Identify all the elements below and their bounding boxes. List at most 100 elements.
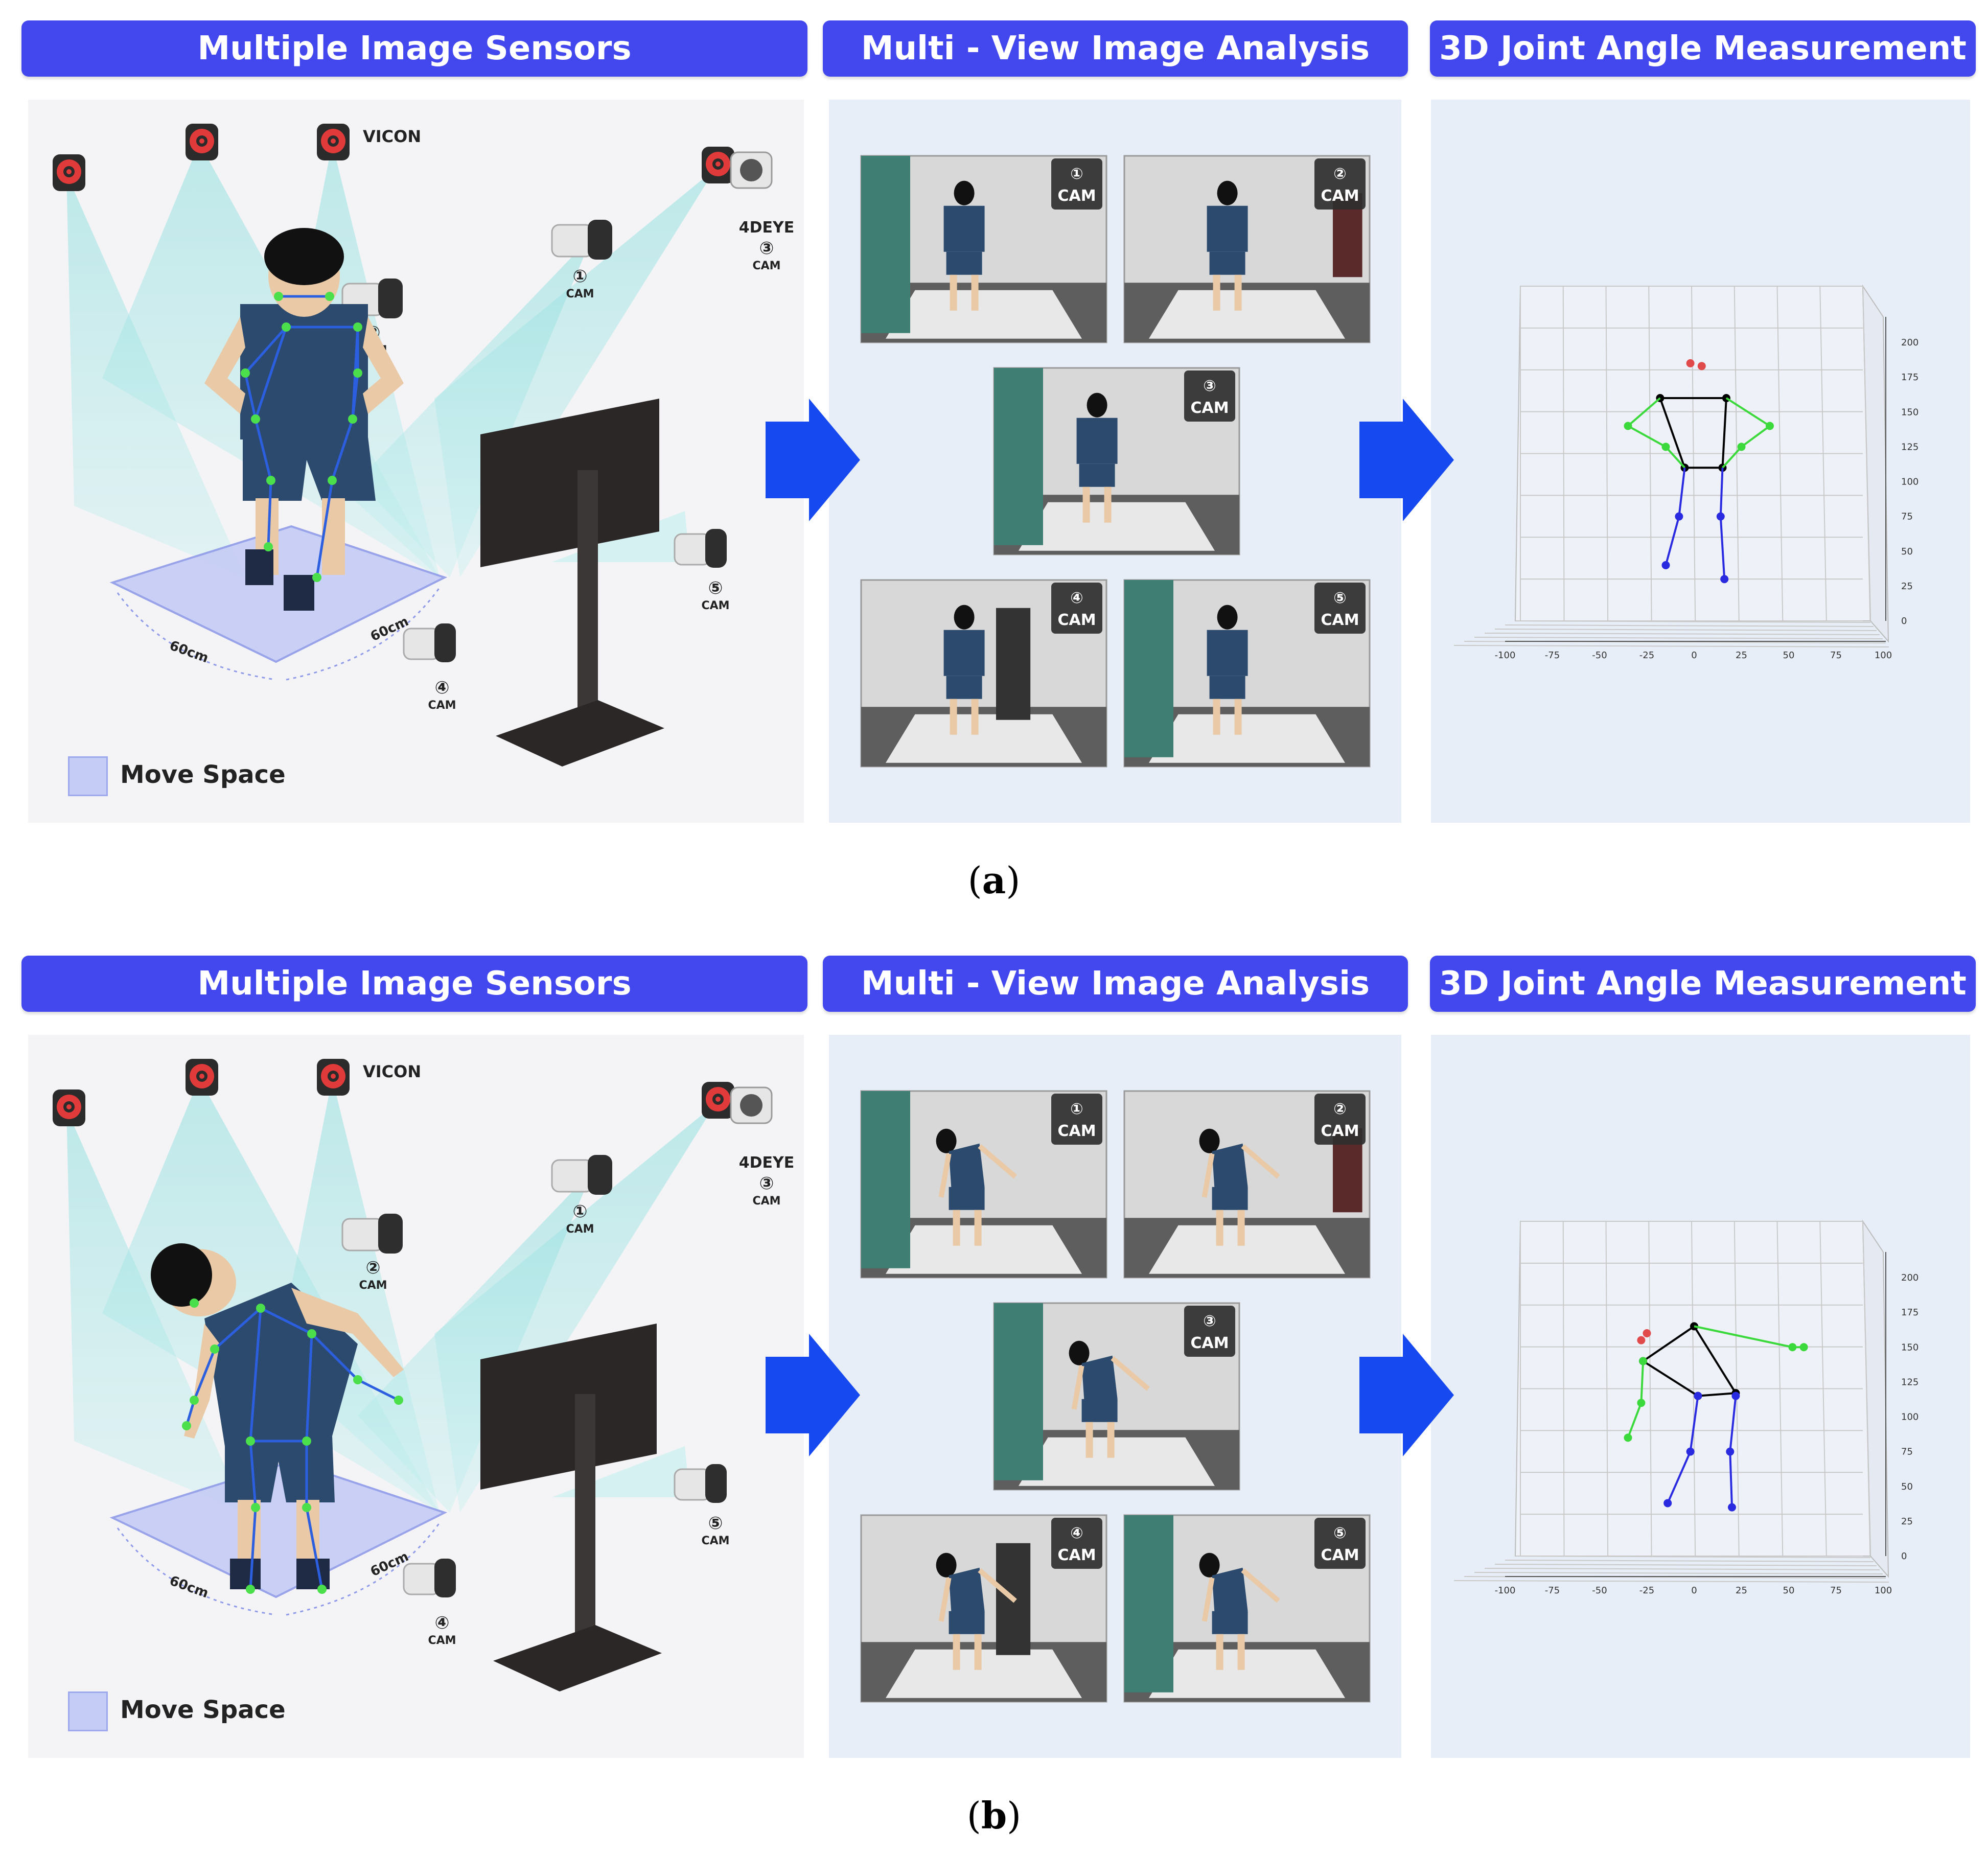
- skeleton-bone: [1665, 446, 1685, 469]
- cam-tag-label: CAM: [1321, 1122, 1359, 1140]
- skeleton-joint-point: [1637, 1399, 1646, 1407]
- skeleton-bone: [1719, 468, 1724, 517]
- z-tick-label: 50: [1901, 1481, 1913, 1492]
- caption-letter: b: [981, 1794, 1007, 1837]
- cam-tag: [1051, 1094, 1102, 1145]
- cam-number: ③: [759, 238, 774, 259]
- z-tick-label: 100: [1901, 477, 1918, 488]
- cam-tag-number: ②: [1333, 165, 1346, 183]
- cam-label: CAM: [359, 1279, 387, 1292]
- panel-drawing: 60cm60cmVICON①CAM②CAM4DEYE③CAM④CAM⑤CAM①C…: [53, 1059, 1918, 1703]
- skeleton-joint-point: [1728, 1503, 1736, 1512]
- cam-tag: [1051, 1518, 1102, 1569]
- z-tick-label: 0: [1901, 1551, 1907, 1562]
- cam-2-icon: [341, 1214, 403, 1254]
- skeleton-bone: [1659, 398, 1686, 468]
- z-tick-label: 25: [1901, 1516, 1913, 1527]
- skeleton-joint-point: [1726, 1447, 1735, 1456]
- z-tick-label: 50: [1901, 546, 1913, 557]
- cam-tag: [1314, 158, 1366, 210]
- skeleton-bone: [1627, 1402, 1643, 1439]
- z-tick-label: 200: [1901, 1272, 1918, 1283]
- skeleton-joint-point: [1637, 1336, 1646, 1344]
- cam-4-icon: [403, 623, 456, 662]
- camera-view-thumbnail: ② CAM: [1123, 1090, 1371, 1279]
- monitor-display: [480, 1324, 662, 1691]
- cam-label: CAM: [428, 699, 456, 712]
- x-tick-label: 75: [1830, 650, 1842, 661]
- header-multi-view-image-analysis: Multi - View Image Analysis: [823, 956, 1408, 1012]
- cam-number: ⑤: [708, 1513, 723, 1534]
- header-3d-joint-angle-measurement: 3D Joint Angle Measurement: [1430, 956, 1976, 1012]
- vicon-camera-icon: [186, 1059, 218, 1096]
- cam-tag-number: ②: [1333, 1100, 1346, 1118]
- z-tick-label: 175: [1901, 372, 1918, 383]
- skeleton-bone: [1640, 1361, 1645, 1403]
- skeleton-bone: [1721, 398, 1727, 468]
- cam-tag-number: ①: [1070, 1100, 1083, 1118]
- cam-tag: [1051, 583, 1102, 634]
- skeleton-bone: [1694, 1325, 1793, 1349]
- cam-5-icon: [674, 529, 727, 568]
- cam-tag: [1314, 583, 1366, 634]
- skeleton-joint-point: [1663, 1499, 1672, 1508]
- vicon-camera-icon: [53, 1089, 85, 1126]
- cam-label: CAM: [752, 260, 780, 272]
- skeleton-bone: [1642, 1325, 1695, 1362]
- header-multiple-image-sensors: Multiple Image Sensors: [21, 956, 807, 1012]
- x-tick-label: 75: [1830, 1585, 1842, 1596]
- cam-tag-label: CAM: [1321, 187, 1359, 205]
- camera-view-thumbnail: ② CAM: [1123, 155, 1371, 343]
- panel-caption: (b): [966, 1794, 1022, 1837]
- z-tick-label: 125: [1901, 1377, 1918, 1387]
- z-tick-label: 100: [1901, 1412, 1918, 1423]
- cam-label: CAM: [701, 1535, 729, 1547]
- z-tick-label: 125: [1901, 442, 1918, 452]
- cam-tag-label: CAM: [1190, 1334, 1229, 1352]
- z-tick-label: 0: [1901, 616, 1907, 627]
- cam-tag-label: CAM: [1057, 1546, 1096, 1564]
- cam-tag-label: CAM: [1057, 1122, 1096, 1140]
- skeleton-joint-point: [1643, 1329, 1651, 1337]
- vicon-camera-icon: [53, 154, 85, 191]
- figure-panel-b: Multiple Image Sensors Multi - View Image…: [0, 956, 1988, 1855]
- cam-tag-number: ③: [1203, 377, 1216, 395]
- header-multi-view-image-analysis: Multi - View Image Analysis: [823, 20, 1408, 77]
- panel-drawing: 60cm60cmVICON①CAM②CAM4DEYE③CAM④CAM⑤CAM①C…: [53, 124, 1918, 768]
- cam-tag-label: CAM: [1321, 611, 1359, 629]
- skeleton-bone: [1643, 1360, 1699, 1397]
- z-tick-label: 25: [1901, 581, 1913, 592]
- cam-tag-number: ⑤: [1333, 1524, 1346, 1542]
- vicon-camera-icon: [317, 1059, 350, 1096]
- cam-1-icon: [551, 1155, 612, 1195]
- caption-letter: a: [982, 859, 1006, 902]
- x-tick-label: -100: [1495, 1585, 1516, 1596]
- skeleton-bone: [1729, 1451, 1733, 1508]
- skeleton-bone: [1627, 397, 1661, 427]
- subject-illustration: [204, 228, 404, 611]
- x-tick-label: 25: [1736, 1585, 1747, 1596]
- monitor-display: [480, 399, 664, 767]
- z-tick-label: 200: [1901, 337, 1918, 348]
- x-tick-label: -50: [1592, 650, 1607, 661]
- cam-number: ③: [759, 1173, 774, 1194]
- x-tick-label: 100: [1875, 1585, 1892, 1596]
- dimension-label-1: 60cm: [168, 1573, 211, 1601]
- subject-illustration: [151, 1243, 404, 1594]
- fourdeye-label: 4DEYE: [739, 1154, 795, 1172]
- vicon-camera-icon: [702, 147, 734, 183]
- skeleton-joint-point: [1624, 1433, 1632, 1442]
- cam-4-icon: [403, 1559, 456, 1597]
- skeleton-joint-point: [1720, 575, 1729, 584]
- z-tick-label: 75: [1901, 1447, 1913, 1457]
- skeleton-bone: [1698, 1392, 1736, 1397]
